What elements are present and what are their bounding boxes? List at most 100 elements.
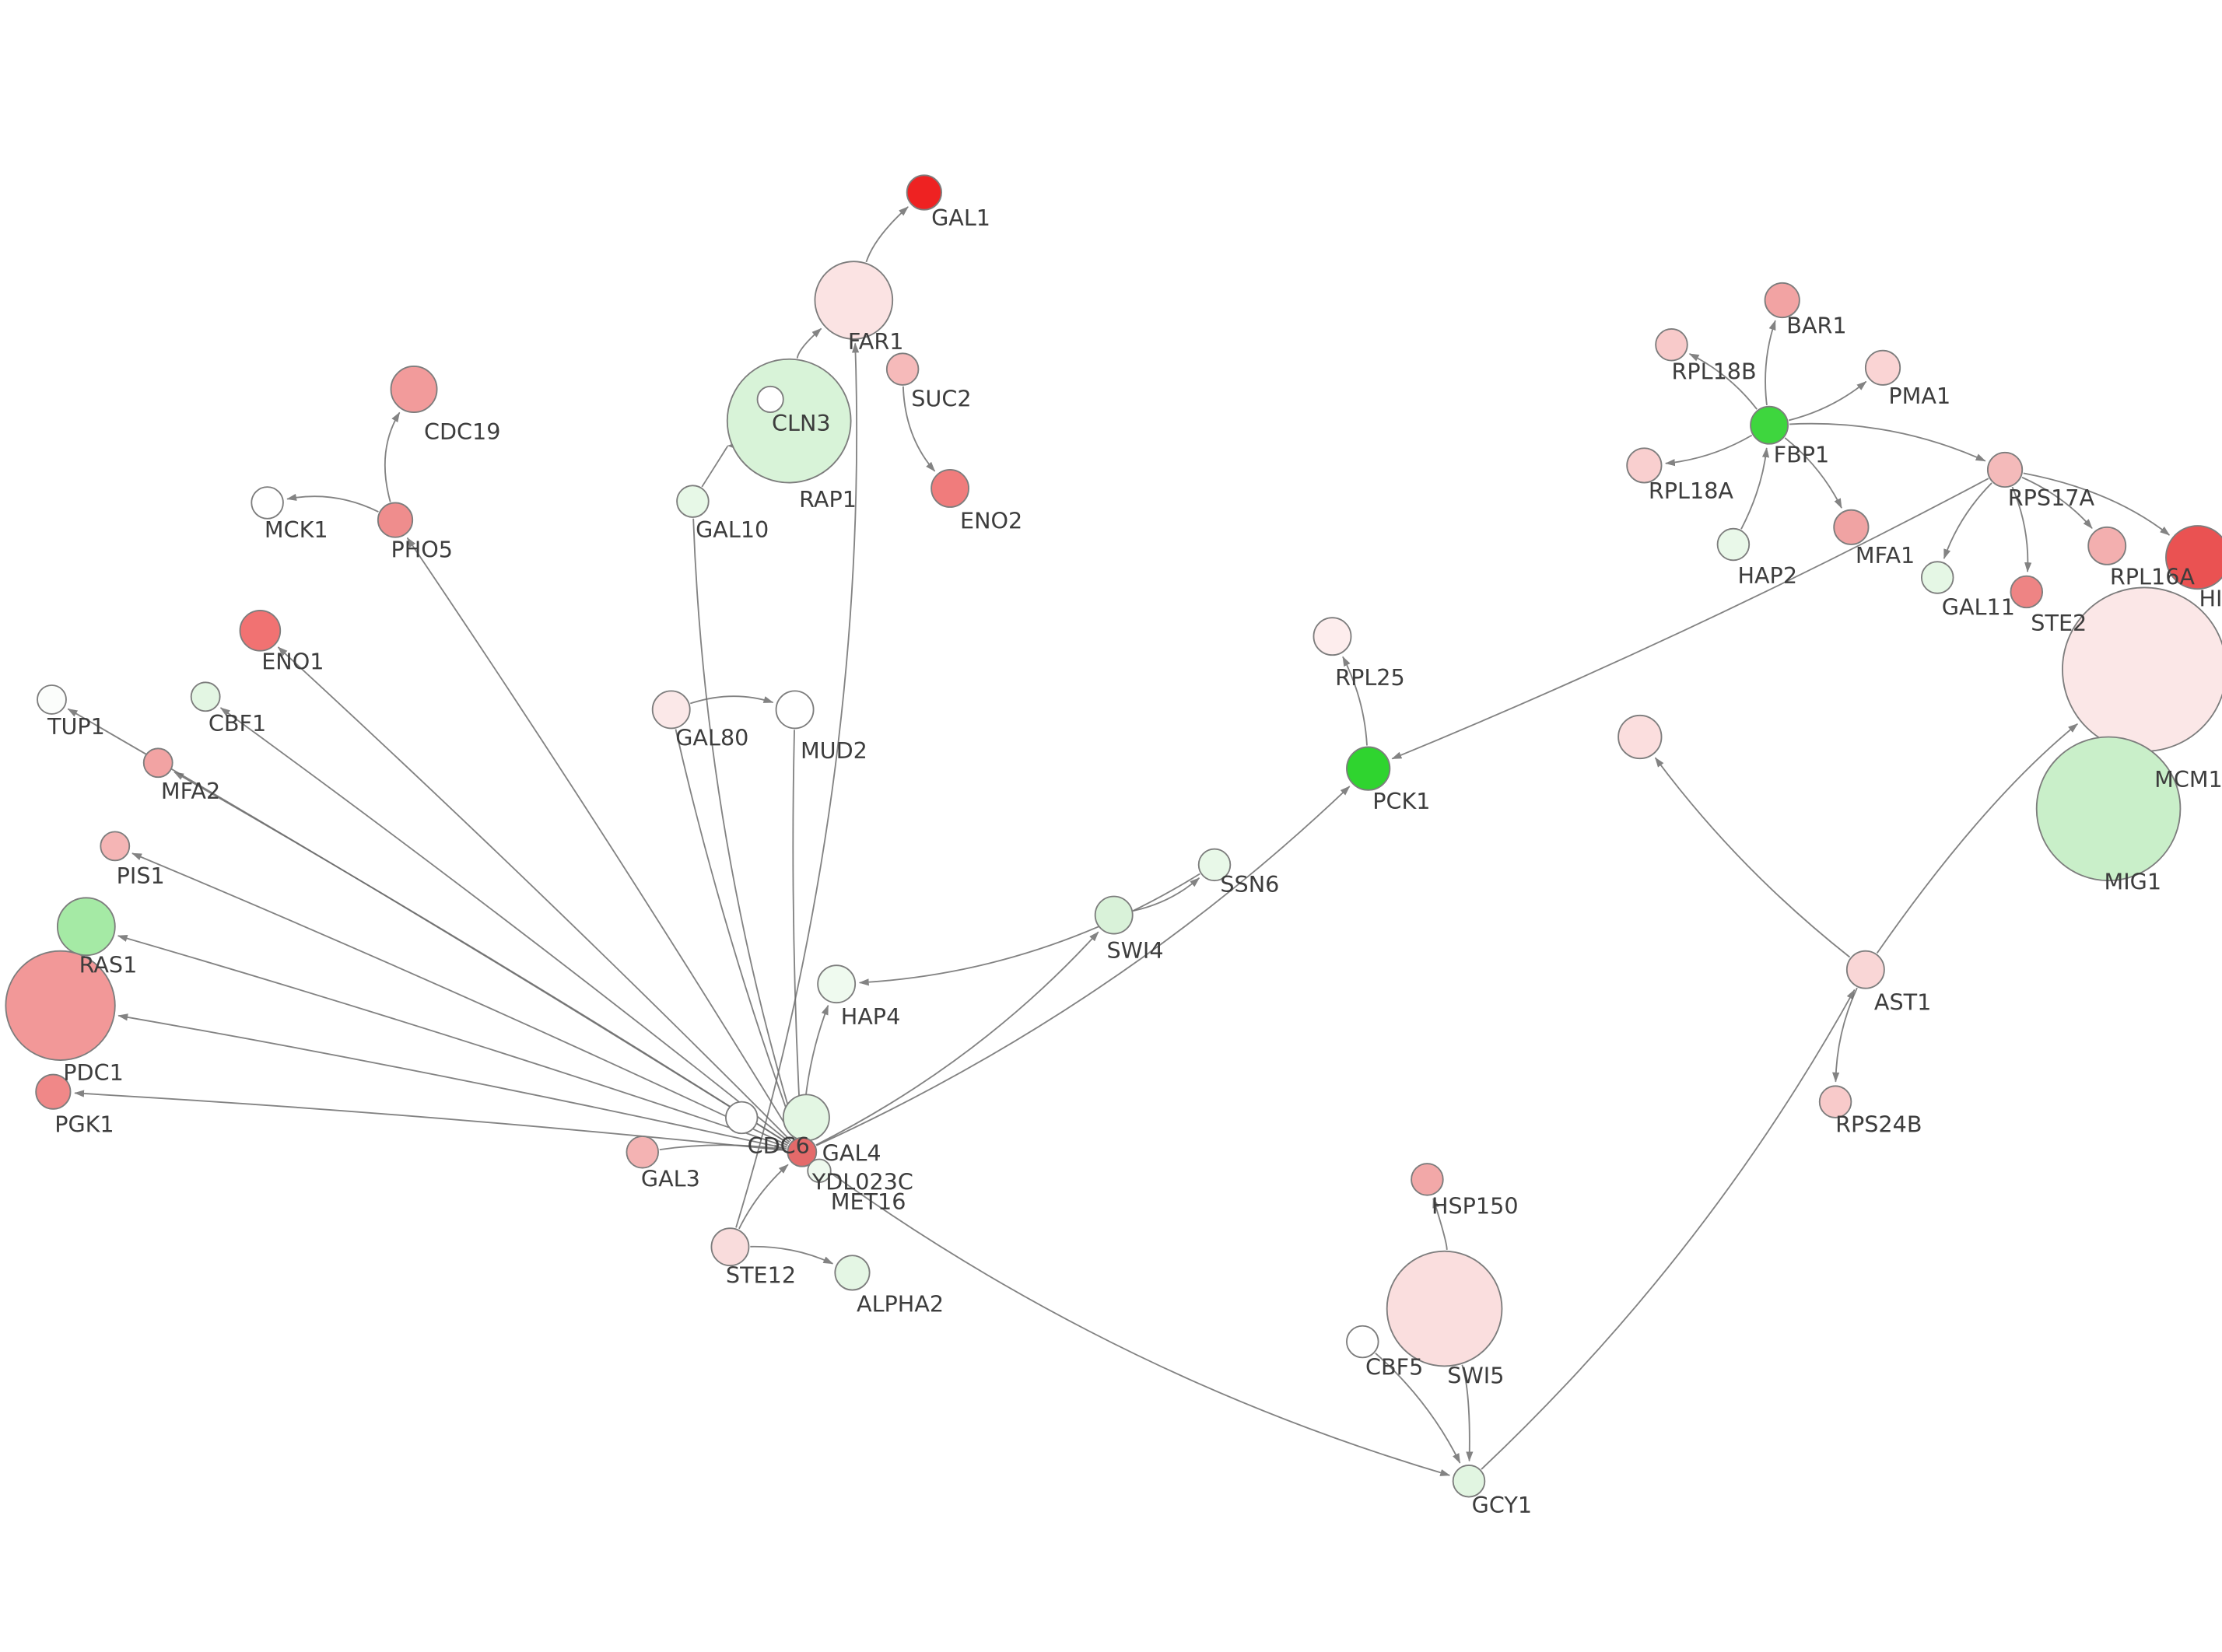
- node-swi4[interactable]: [1094, 895, 1134, 935]
- edge-gcy1-ast1: [1481, 989, 1856, 1470]
- edge-gal4-cbf1: [219, 707, 790, 1143]
- node-rps24b[interactable]: [1818, 1085, 1852, 1118]
- node-gal11[interactable]: [1920, 561, 1954, 594]
- node-gcy1[interactable]: [1452, 1464, 1486, 1498]
- edge-gal4-eno1: [277, 646, 792, 1142]
- node-label-far1: FAR1: [848, 328, 904, 355]
- node-suc2[interactable]: [885, 352, 920, 386]
- node-rap1[interactable]: [756, 385, 784, 413]
- edge-ste12-gal4: [738, 1164, 789, 1230]
- node-gal1[interactable]: [906, 174, 942, 211]
- node-unlabeled[interactable]: [1617, 714, 1663, 760]
- node-ste2[interactable]: [2010, 575, 2044, 609]
- node-hsp150[interactable]: [1411, 1163, 1444, 1196]
- node-mfa1[interactable]: [1833, 509, 1870, 545]
- node-label-alpha2: ALPHA2: [857, 1290, 944, 1317]
- edge-gal4-tup1: [67, 708, 790, 1145]
- node-label-mfa2: MFA2: [161, 778, 220, 804]
- node-gal3[interactable]: [626, 1136, 660, 1169]
- edge-gal4-pgk1: [74, 1090, 787, 1152]
- node-label-mig1: MIG1: [2105, 868, 2162, 894]
- node-label-rpl18a: RPL18A: [1649, 478, 1734, 504]
- node-bar1[interactable]: [1764, 282, 1800, 319]
- node-rps17a[interactable]: [1986, 451, 2024, 488]
- node-cbf1[interactable]: [190, 681, 221, 712]
- node-pck1[interactable]: [1346, 746, 1391, 791]
- node-tup1[interactable]: [37, 684, 67, 715]
- node-eno1[interactable]: [239, 610, 282, 652]
- node-pgk1[interactable]: [35, 1073, 72, 1110]
- node-label-gal11: GAL11: [1942, 594, 2015, 621]
- node-met16[interactable]: [807, 1158, 832, 1183]
- node-cdc19[interactable]: [390, 366, 438, 413]
- node-label-gal4: GAL4: [822, 1139, 881, 1166]
- node-label-hap2: HAP2: [1737, 562, 1797, 589]
- node-pho5[interactable]: [377, 502, 414, 538]
- node-ast1[interactable]: [1845, 950, 1885, 989]
- node-swi5[interactable]: [1386, 1250, 1503, 1367]
- node-label-hsp150: HSP150: [1432, 1193, 1519, 1220]
- node-cdc6[interactable]: [724, 1101, 759, 1135]
- node-mud2[interactable]: [775, 690, 815, 730]
- edge-pck1-rpl25: [1342, 656, 1368, 746]
- node-cbf5[interactable]: [1346, 1325, 1379, 1359]
- node-label-gal3: GAL3: [641, 1166, 700, 1192]
- node-pis1[interactable]: [100, 831, 131, 862]
- node-label-met16: MET16: [831, 1188, 906, 1215]
- node-label-cbf5: CBF5: [1365, 1354, 1423, 1381]
- node-pdc1[interactable]: [5, 950, 116, 1061]
- node-label-pdc1: PDC1: [63, 1059, 124, 1086]
- node-eno2[interactable]: [931, 469, 970, 508]
- node-his4[interactable]: [2165, 525, 2222, 590]
- node-label-swi5: SWI5: [1447, 1363, 1504, 1389]
- node-label-rpl16a: RPL16A: [2110, 564, 2196, 590]
- node-mig1[interactable]: [2035, 736, 2182, 882]
- node-label-ras1: RAS1: [79, 951, 138, 978]
- node-ras1[interactable]: [56, 897, 116, 957]
- edge-gal4-swi4: [815, 931, 1099, 1146]
- node-label-eno2: ENO2: [960, 508, 1022, 534]
- labels-layer: MCM1MIG1RAS1PDC1CLN3SWI5FAR1HIS4GAL1SUC2…: [47, 205, 2222, 1518]
- edge-rps17a-his4: [2023, 472, 2171, 536]
- edge-pho5-cdc19: [384, 411, 401, 502]
- edge-far1-gal1: [865, 206, 909, 263]
- node-pma1[interactable]: [1864, 349, 1901, 386]
- node-label-ssn6: SSN6: [1220, 871, 1279, 898]
- edge-fbp1-bar1: [1765, 320, 1776, 406]
- edge-rps17a-rpl16a: [2021, 476, 2093, 530]
- node-label-suc2: SUC2: [911, 386, 971, 412]
- edge-rps17a-pck1: [1391, 478, 1989, 760]
- node-label-swi4: SWI4: [1106, 937, 1163, 964]
- node-hap4[interactable]: [817, 964, 857, 1004]
- node-label-his4: HIS4: [2199, 585, 2222, 611]
- node-far1[interactable]: [814, 261, 894, 340]
- node-fbp1[interactable]: [1750, 405, 1789, 445]
- edge-gal3-gal4: [659, 1144, 784, 1152]
- node-label-pma1: PMA1: [1888, 383, 1950, 409]
- node-ste12[interactable]: [710, 1227, 750, 1267]
- edge-gal10-cln3: [701, 443, 738, 488]
- node-gal10[interactable]: [676, 485, 710, 518]
- node-ssn6[interactable]: [1197, 848, 1232, 882]
- node-rpl18b[interactable]: [1655, 328, 1688, 362]
- node-label-cdc19: CDC19: [424, 418, 500, 445]
- node-hap2[interactable]: [1716, 527, 1751, 562]
- node-gal4[interactable]: [787, 1136, 818, 1167]
- edge-fbp1-mfa1: [1784, 437, 1842, 509]
- edge-gal4-mfa2: [173, 771, 790, 1145]
- node-rpl18a[interactable]: [1626, 447, 1663, 484]
- node-alpha2[interactable]: [834, 1255, 871, 1291]
- node-rpl25[interactable]: [1313, 617, 1352, 656]
- node-label-ste12: STE12: [726, 1262, 796, 1288]
- node-gal80[interactable]: [651, 690, 691, 730]
- node-cln3[interactable]: [726, 358, 852, 484]
- node-mck1[interactable]: [251, 486, 284, 520]
- node-rpl16a[interactable]: [2087, 526, 2127, 565]
- edge-gal4-ras1: [117, 935, 787, 1148]
- node-label-eno1: ENO1: [261, 649, 324, 675]
- node-mfa2[interactable]: [142, 747, 173, 779]
- edge-gal4-pck1: [815, 786, 1351, 1146]
- edge-gal4-pdc1: [117, 1013, 787, 1150]
